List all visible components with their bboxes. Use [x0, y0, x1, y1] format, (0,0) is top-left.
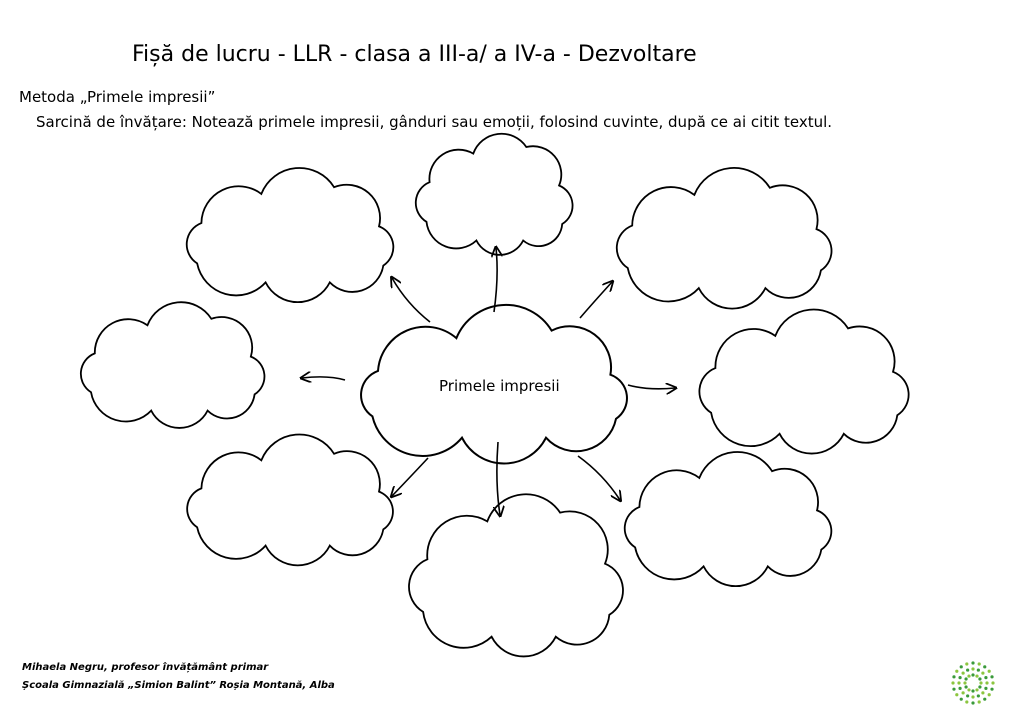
answer-cloud-5[interactable]	[698, 308, 910, 455]
page-title: Fișă de lucru - LLR - clasa a III-a/ a I…	[132, 42, 697, 67]
logo-dot	[959, 665, 963, 669]
logo-dot	[981, 671, 985, 675]
logo-dot	[978, 677, 982, 681]
answer-cloud-6[interactable]	[186, 433, 394, 567]
logo-dot	[959, 697, 963, 701]
logo-dot	[955, 693, 959, 697]
logo-dot	[964, 685, 968, 689]
school-credit: Școala Gimnazială „Simion Balint” Roșia …	[22, 680, 335, 691]
arrow-3	[579, 282, 612, 319]
logo-dot	[971, 667, 975, 671]
logo-dot	[984, 686, 988, 690]
arrow-2	[494, 248, 497, 313]
logo-dot	[978, 685, 982, 689]
answer-cloud-7[interactable]	[408, 493, 624, 658]
logo-dot	[977, 662, 981, 666]
logo-dot	[961, 671, 965, 675]
logo-dot	[977, 700, 981, 704]
arrow-7	[497, 441, 500, 515]
arrow-6	[392, 457, 429, 496]
arrow-4	[302, 377, 346, 380]
logo-dot	[983, 665, 987, 669]
logo-dot	[983, 697, 987, 701]
logo-dot	[965, 700, 969, 704]
logo-dot	[979, 681, 983, 685]
center-cloud	[360, 303, 628, 465]
logo-dot	[975, 674, 979, 678]
logo-dot	[991, 681, 995, 685]
logo-dot	[984, 676, 988, 680]
logo-dot	[966, 694, 970, 698]
logo-dot	[965, 662, 969, 666]
logo-dot	[957, 681, 961, 685]
logo-dot	[971, 661, 975, 665]
arrow-5	[627, 385, 675, 389]
method-heading: Metoda „Primele impresii”	[19, 88, 216, 106]
logo-dot	[967, 688, 971, 692]
logo-dot	[964, 677, 968, 681]
answer-cloud-8[interactable]	[623, 451, 833, 588]
logo-dot	[976, 668, 980, 672]
logo-dot	[987, 693, 991, 697]
author-credit: Mihaela Negru, profesor învățământ prima…	[22, 662, 269, 673]
logo-dot	[976, 694, 980, 698]
center-cloud-label: Primele impresii	[439, 377, 560, 395]
logo-dot	[952, 687, 956, 691]
logo-dot	[961, 691, 965, 695]
logo-dot	[987, 669, 991, 673]
logo-dot	[958, 686, 962, 690]
logo-dot	[971, 695, 975, 699]
school-logo	[951, 661, 995, 705]
logo-dot	[955, 669, 959, 673]
logo-dot	[975, 688, 979, 692]
logo-dot	[951, 681, 955, 685]
logo-dot	[990, 675, 994, 679]
logo-dot	[971, 673, 975, 677]
logo-dot	[981, 691, 985, 695]
logo-dot	[985, 681, 989, 685]
answer-cloud-4[interactable]	[79, 301, 266, 429]
answer-cloud-1[interactable]	[185, 167, 395, 304]
answer-cloud-3[interactable]	[615, 167, 833, 310]
logo-dot	[971, 689, 975, 693]
arrow-8	[577, 455, 620, 500]
logo-dot	[958, 676, 962, 680]
logo-dot	[963, 681, 967, 685]
logo-dot	[990, 687, 994, 691]
arrow-1	[392, 278, 431, 323]
logo-dot	[967, 674, 971, 678]
logo-dot	[952, 675, 956, 679]
answer-cloud-2[interactable]	[414, 132, 574, 256]
logo-dot	[971, 701, 975, 705]
logo-dot	[966, 668, 970, 672]
task-instruction: Sarcină de învățare: Notează primele imp…	[36, 113, 833, 131]
